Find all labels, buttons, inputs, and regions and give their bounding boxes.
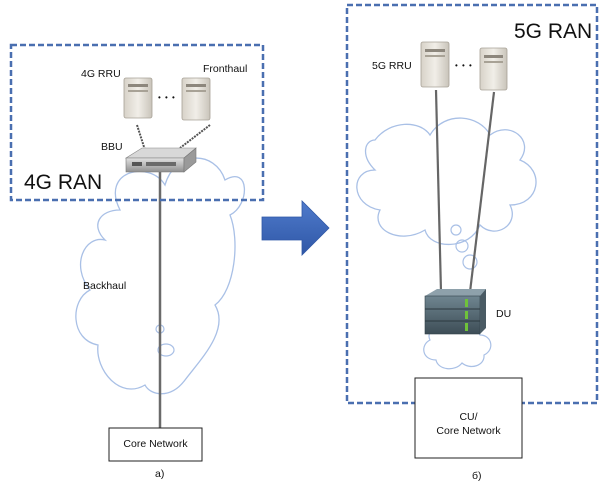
fronthaul-cable (468, 91, 496, 293)
panel-a (9, 43, 265, 462)
cu-label: CU/ (459, 411, 478, 423)
panel-b (345, 3, 599, 459)
bbu-label: BBU (101, 141, 123, 153)
du-server (424, 289, 486, 335)
du-label: DU (496, 308, 512, 320)
cloud-bubble (462, 254, 478, 270)
right-arrow-icon (261, 200, 330, 256)
fronthaul-cable (179, 124, 211, 149)
panel-a-caption: а) (155, 468, 165, 480)
bbu-device (124, 147, 197, 173)
4g-rru-label: 4G RRU (81, 68, 121, 80)
fronthaul-cloud (356, 117, 537, 246)
cu-core-network-box (414, 377, 523, 459)
5g-rru-unit (420, 41, 450, 88)
backhaul-label: Backhaul (83, 280, 127, 292)
5g-rru-label: 5G RRU (372, 60, 412, 72)
4g-rru-unit (181, 77, 211, 121)
5g-rru-ellipsis: • • • (455, 61, 473, 70)
4g-ran-label: 4G RAN (24, 171, 103, 194)
fronthaul-cable (434, 89, 443, 293)
cloud-bubble (157, 343, 175, 357)
4g-rru-unit (123, 77, 153, 119)
panel-b-caption: б) (472, 470, 482, 482)
5g-ran-label: 5G RAN (514, 20, 593, 43)
5g-rru-unit (479, 47, 508, 91)
4g-ran-boundary (9, 43, 265, 202)
fronthaul-label: Fronthaul (203, 63, 248, 75)
cu-core-network-label: CU/ Core Network (415, 410, 522, 438)
core-network-label: Core Network (123, 438, 188, 450)
core-network-label-b: Core Network (436, 425, 501, 437)
cloud-bubble (455, 239, 469, 253)
fronthaul-cable (136, 124, 146, 151)
core-network-box (108, 427, 203, 462)
4g-rru-ellipsis: • • • (158, 93, 176, 102)
cloud-bubble (450, 224, 462, 236)
